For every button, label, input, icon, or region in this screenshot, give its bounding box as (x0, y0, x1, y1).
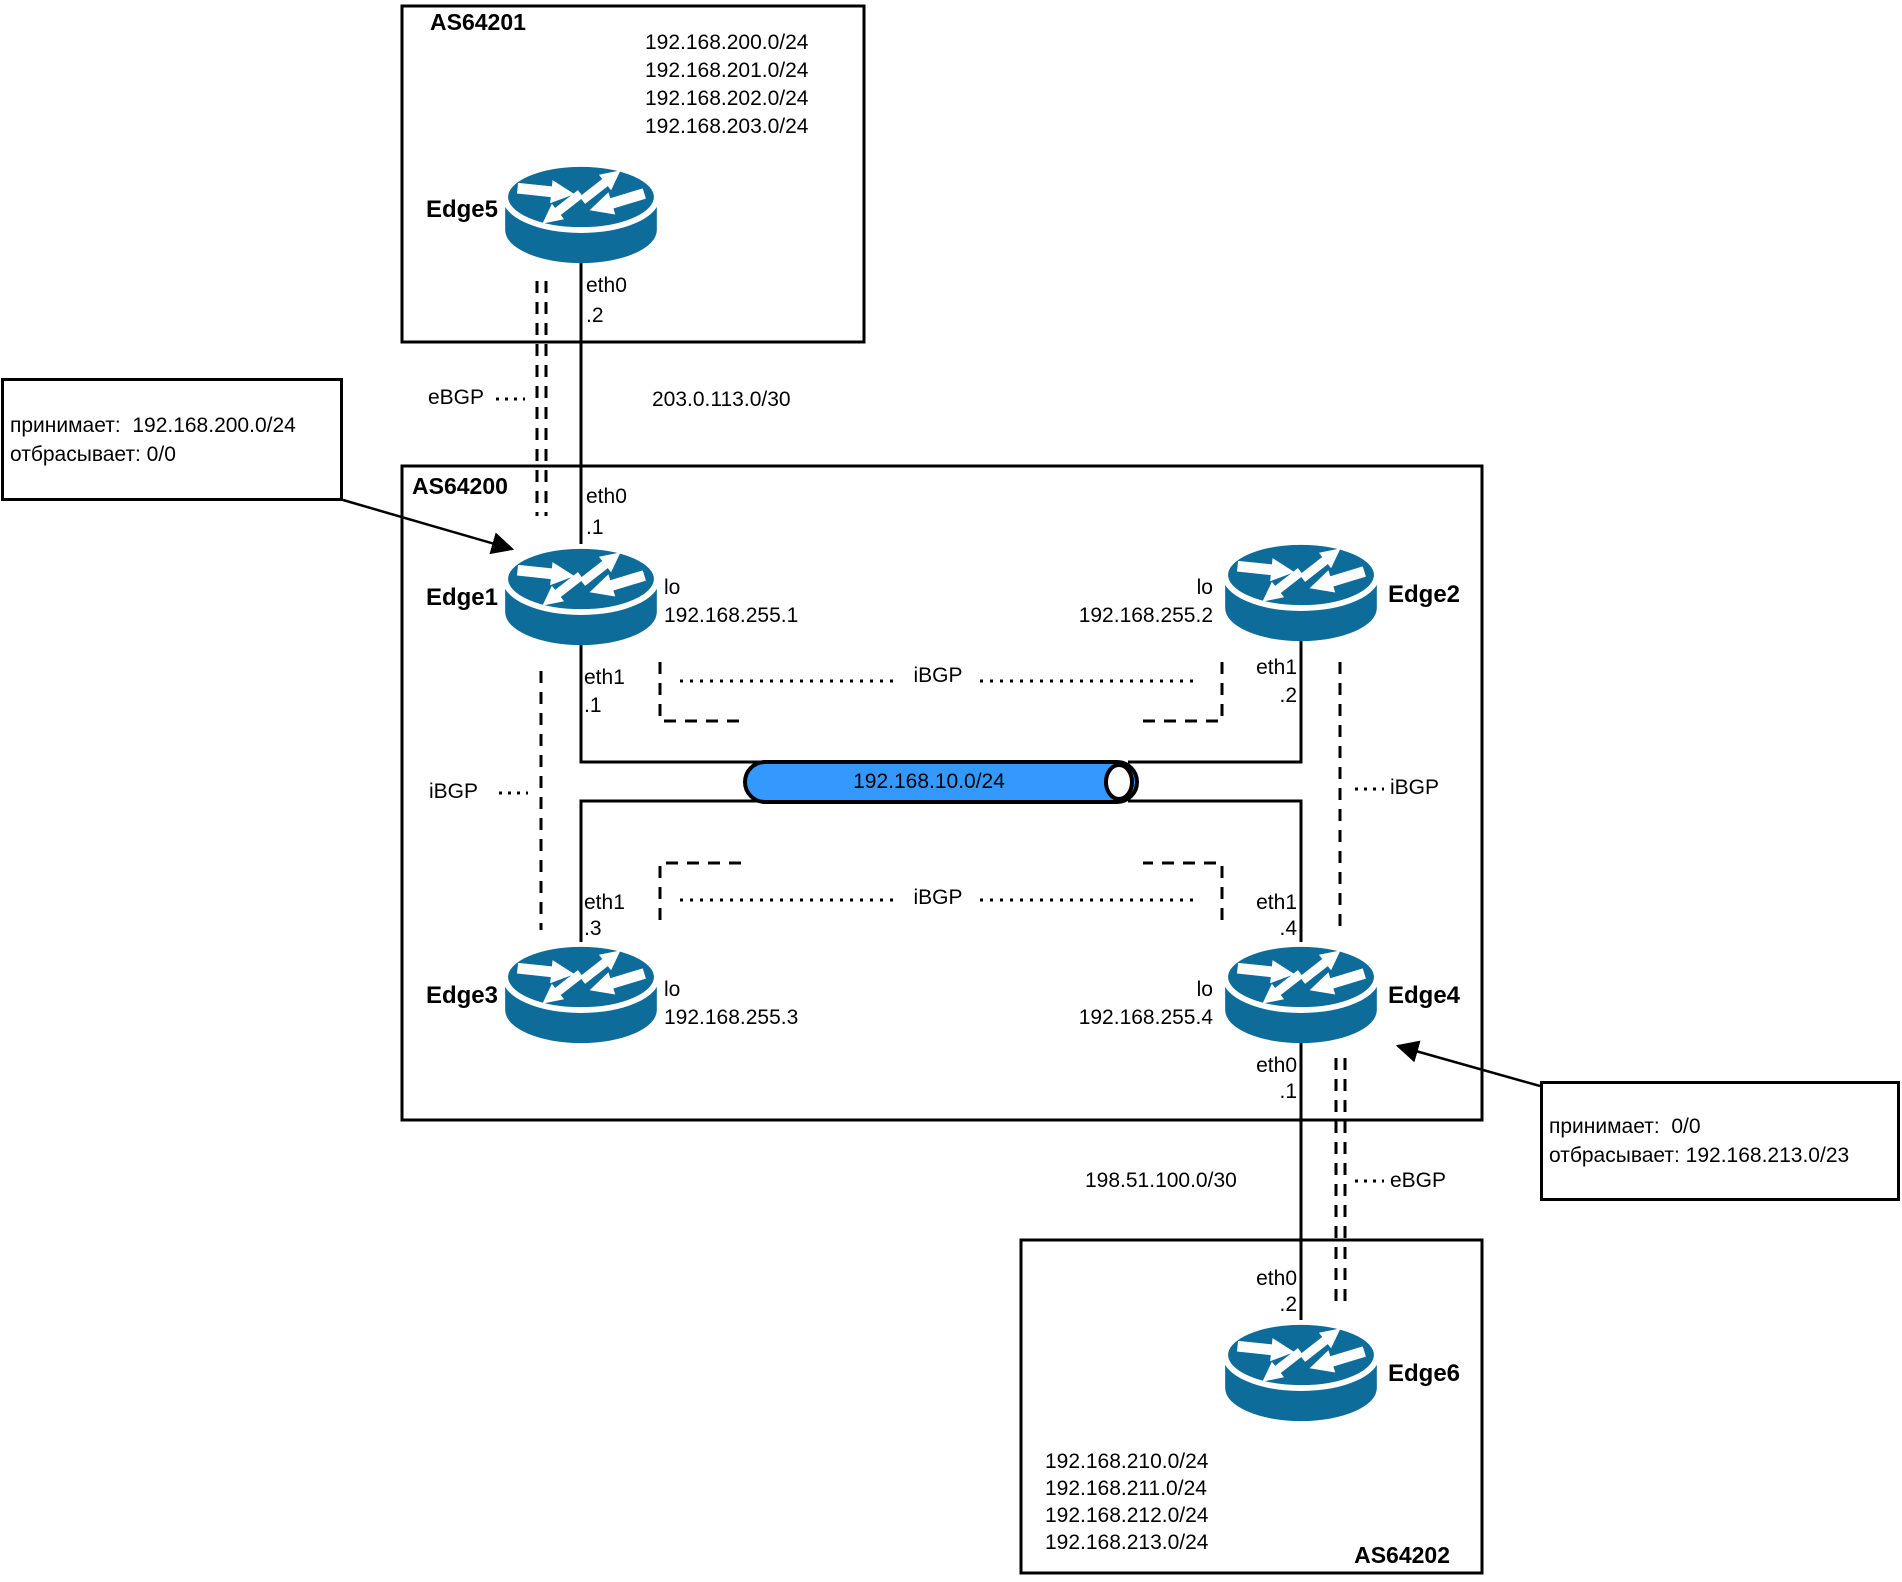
note-edge1-policy: принимает: 192.168.200.0/24 отбрасывает:… (1, 378, 343, 501)
edge6-eth0-host: .2 (1279, 1293, 1297, 1316)
as64202-network: 192.168.212.0/24 (1045, 1504, 1209, 1527)
edge1-eth1-label: eth1 (584, 666, 625, 689)
edge4-lo-ip: 192.168.255.4 (1078, 1006, 1213, 1029)
router-label-edge5: Edge5 (425, 196, 498, 223)
link-edge3-lan (579, 799, 760, 950)
ebgp-bottom-label: eBGP (1390, 1169, 1447, 1192)
edge1-eth0-host: .1 (586, 516, 604, 539)
edge3-lo-label: lo (664, 978, 681, 1001)
edge2-eth1-label: eth1 (1256, 656, 1297, 679)
note-right-leader-arrow (1395, 1040, 1541, 1088)
lan-network-label: 192.168.10.0/24 (853, 770, 1005, 793)
as64200-title: AS64200 (412, 473, 508, 499)
router-label-edge6: Edge6 (1388, 1360, 1461, 1387)
ibgp-left-label: iBGP (429, 780, 479, 803)
edge4-eth1-host: .4 (1279, 917, 1297, 940)
edge6-eth0-label: eth0 (1256, 1267, 1297, 1290)
as64200-box (400, 464, 1484, 1122)
note-edge4-line2: отбрасывает: 192.168.213.0/23 (1549, 1144, 1850, 1167)
edge2-lo-label: lo (1196, 576, 1213, 599)
as64201-network: 192.168.201.0/24 (645, 59, 809, 82)
edge3-eth1-label: eth1 (584, 891, 625, 914)
ebgp-session-edge5-edge1 (535, 281, 548, 516)
edge4-eth0-host: .1 (1279, 1080, 1297, 1103)
ibgp-right-label: iBGP (1390, 776, 1440, 799)
edge5-eth0-label: eth0 (586, 274, 627, 297)
ibgp-bottom-label: iBGP (913, 886, 963, 909)
as64201-network: 192.168.202.0/24 (645, 87, 809, 110)
router-edge3 (505, 943, 657, 1043)
router-edge4 (1225, 943, 1377, 1043)
router-label-edge4: Edge4 (1388, 982, 1461, 1009)
link-edge1-lan (579, 645, 760, 764)
ibgp-session-edge3-edge4 (658, 861, 1224, 920)
router-edge1 (505, 545, 657, 645)
as64201-network: 192.168.200.0/24 (645, 31, 809, 54)
note-edge4-policy: принимает: 0/0 отбрасывает: 192.168.213.… (1540, 1081, 1900, 1201)
edge2-eth1-host: .2 (1279, 684, 1297, 707)
as64201-title: AS64201 (430, 9, 526, 35)
router-label-edge2: Edge2 (1388, 581, 1461, 608)
edge1-lo-label: lo (664, 576, 681, 599)
note-edge1-line2: отбрасывает: 0/0 (10, 442, 176, 466)
link-edge4-lan (1128, 799, 1303, 950)
as64202-box (1019, 1238, 1484, 1575)
edge5-eth0-host: .2 (586, 304, 604, 327)
edge4-eth1-label: eth1 (1256, 891, 1297, 914)
edge4-eth0-label: eth0 (1256, 1054, 1297, 1077)
as64201-box (400, 4, 866, 344)
as64202-title: AS64202 (1354, 1542, 1450, 1568)
link-edge2-lan (1128, 640, 1303, 764)
note-edge1-line1: принимает: 192.168.200.0/24 (10, 413, 296, 437)
router-edge6 (1225, 1321, 1377, 1421)
edge1-eth0-label: eth0 (586, 485, 627, 508)
router-label-edge3: Edge3 (425, 982, 498, 1009)
as64202-network: 192.168.213.0/24 (1045, 1531, 1209, 1554)
as64202-network: 192.168.211.0/24 (1045, 1477, 1207, 1500)
ebgp-top-label: eBGP (428, 386, 485, 409)
note-edge4-line1: принимает: 0/0 (1549, 1115, 1701, 1138)
edge1-eth1-host: .1 (584, 694, 602, 717)
router-edge5 (505, 163, 657, 263)
note-left-leader-arrow (342, 498, 515, 555)
edge1-lo-ip: 192.168.255.1 (664, 604, 799, 627)
router-label-edge1: Edge1 (425, 584, 498, 611)
edge2-lo-ip: 192.168.255.2 (1078, 604, 1213, 627)
router-edge2 (1225, 541, 1377, 641)
edge3-lo-ip: 192.168.255.3 (664, 1006, 799, 1029)
ibgp-top-label: iBGP (913, 664, 963, 687)
as64201-network: 192.168.203.0/24 (645, 115, 809, 138)
edge4-lo-label: lo (1196, 978, 1213, 1001)
as64202-network: 192.168.210.0/24 (1045, 1450, 1209, 1473)
lan-segment (743, 760, 1139, 804)
edge3-eth1-host: .3 (584, 917, 602, 940)
ibgp-session-edge1-edge2 (658, 662, 1224, 723)
net-edge5-edge1-label: 203.0.113.0/30 (652, 388, 791, 411)
net-edge4-edge6-label: 198.51.100.0/30 (1085, 1169, 1237, 1192)
ebgp-session-edge4-edge6 (1334, 1058, 1347, 1307)
